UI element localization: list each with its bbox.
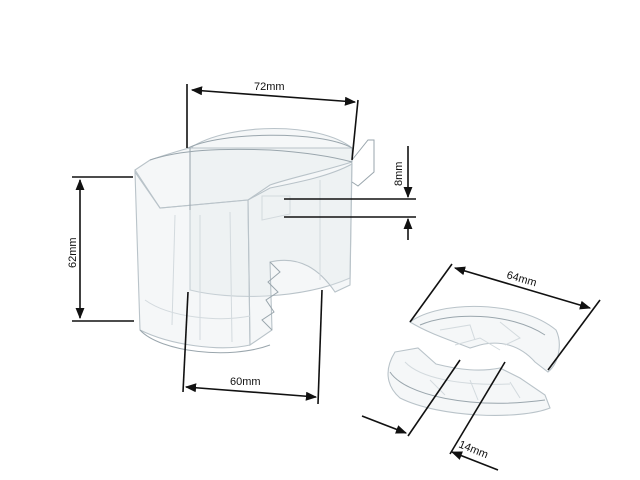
mounting-tab — [351, 139, 375, 187]
height-label: 62mm — [67, 237, 79, 268]
disc-lower-half — [387, 347, 551, 416]
cover-side-wall — [247, 163, 353, 347]
notch-label: 8mm — [393, 162, 405, 186]
dimension-height: 62mm — [67, 176, 134, 322]
dimension-notch: 8mm — [284, 146, 416, 240]
dimension-top-width: 72mm — [186, 81, 359, 161]
cable-cutout — [261, 261, 281, 331]
split-base-disc — [387, 305, 560, 416]
disc-width-label: 64mm — [505, 269, 538, 289]
dimension-bottom-width: 60mm — [182, 289, 323, 405]
slot-width-label: 14mm — [457, 439, 490, 462]
top-width-label: 72mm — [254, 81, 285, 93]
bottom-width-label: 60mm — [230, 376, 261, 388]
clear-cover — [134, 127, 375, 354]
